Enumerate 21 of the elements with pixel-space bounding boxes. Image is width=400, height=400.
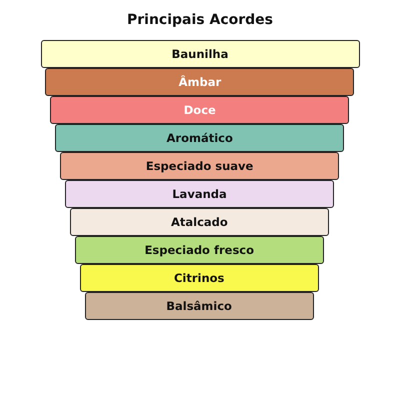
band-label: Especiado fresco <box>144 243 254 257</box>
band-label: Atalcado <box>170 215 228 229</box>
band-label: Lavanda <box>172 187 227 201</box>
band-label: Baunilha <box>172 47 228 61</box>
band-label: Âmbar <box>178 75 222 89</box>
funnel-band <box>65 180 334 208</box>
funnel-band <box>45 68 354 96</box>
funnel-band <box>60 152 340 180</box>
band-label: Especiado suave <box>146 159 254 173</box>
funnel-band <box>80 264 319 292</box>
funnel-band <box>55 124 344 152</box>
band-label: Doce <box>184 103 216 117</box>
funnel-band <box>40 40 360 68</box>
band-label: Balsâmico <box>166 299 232 313</box>
funnel-band <box>84 292 314 320</box>
band-label: Citrinos <box>174 271 224 285</box>
funnel-band <box>74 236 324 264</box>
chart-title: Principais Acordes <box>126 11 274 30</box>
funnel-band <box>50 96 350 124</box>
band-label: Aromático <box>166 131 233 145</box>
funnel-band <box>70 208 329 236</box>
